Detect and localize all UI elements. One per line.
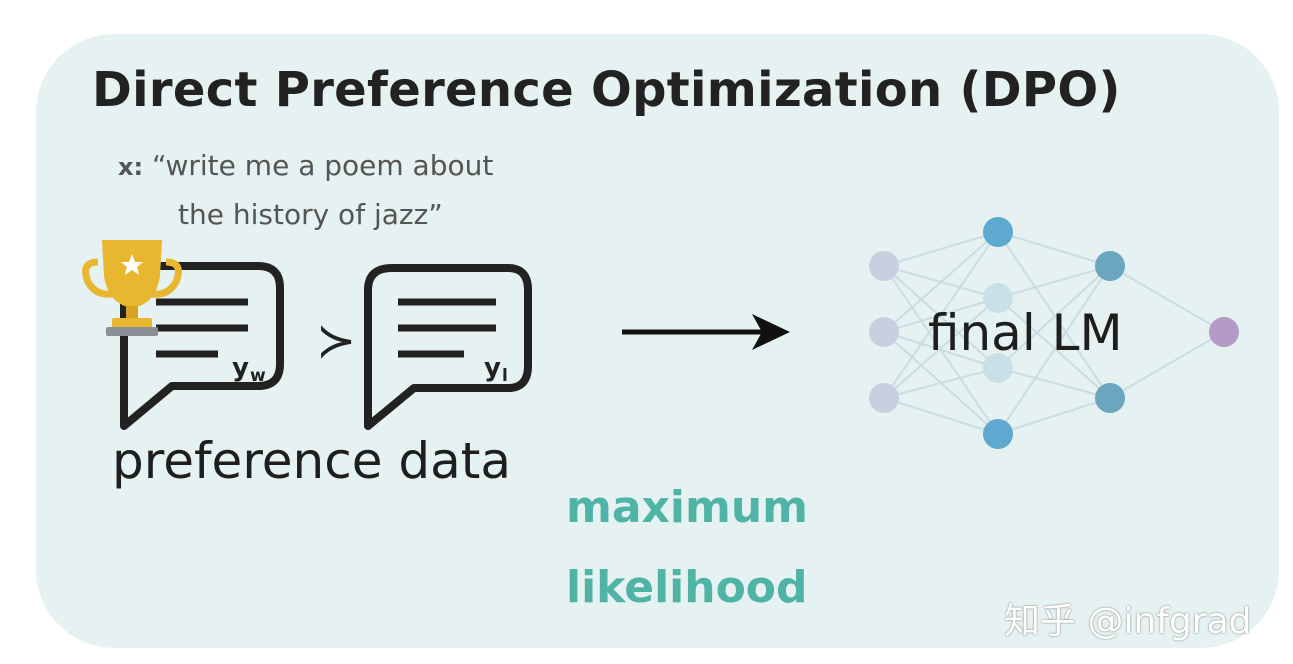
diagram-title: Direct Preference Optimization (DPO) (92, 62, 1121, 118)
preferred-response-symbol: y (232, 353, 249, 383)
watermark: 知乎 @infgrad (1004, 601, 1252, 642)
rejected-response-subscript: l (502, 366, 508, 386)
comparison-symbol: ≻ (316, 313, 356, 369)
prompt-line-1: “write me a poem about (151, 149, 494, 182)
preference-data-label: preference data (112, 432, 511, 490)
maximum-likelihood-label: maximum likelihood (566, 468, 808, 628)
chat-bubble-icon: y l (364, 264, 532, 430)
prompt-text: x: “write me a poem about the history of… (118, 142, 493, 239)
method-label-line-1: maximum (566, 482, 809, 533)
method-label-line-2: likelihood (566, 562, 808, 613)
arrow-right-icon (622, 314, 790, 350)
neural-network-icon (869, 217, 1239, 449)
final-lm-label: final LM (928, 304, 1123, 362)
rejected-response-symbol: y (484, 353, 501, 383)
prompt-line-2: the history of jazz” (178, 198, 443, 231)
trophy-icon (82, 240, 182, 336)
preferred-response-subscript: w (250, 366, 266, 386)
prompt-label: x: (118, 153, 144, 181)
